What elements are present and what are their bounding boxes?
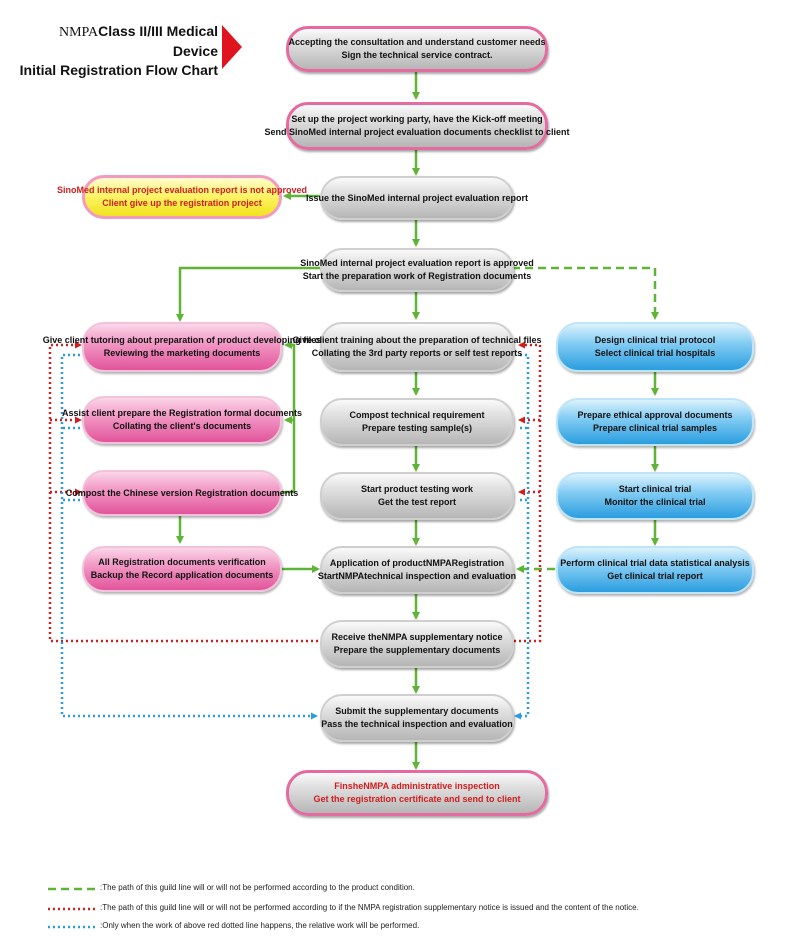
node-line: Start clinical trial [618,484,692,494]
node-supplementary-notice: Receive theNMPA supplementary notice Pre… [320,620,514,668]
node-nmpa-application: Application of productNMPARegistration S… [317,546,517,594]
node-line: Give client tutoring about preparation o… [42,335,322,345]
node-line: All Registration documents verification [98,557,266,567]
page-title: NMPAClass II/III Medical Device Initial … [18,22,218,80]
node-line: Send SinoMed internal project evaluation… [264,127,570,137]
blue-dotted-left [60,353,318,720]
node-line: Compost the Chinese version Registration… [65,487,299,498]
node-line: Start product testing work [360,484,473,494]
arrow-n4-l1 [176,266,320,322]
node-accept-consultation: Accepting the consultation and understan… [286,26,548,72]
node-line: Sign the technical service contract. [341,50,493,60]
node-line: Collating the client's documents [112,421,252,431]
node-line: Application of productNMPARegistration [329,558,505,568]
node-clinical-trial: Start clinical trial Monitor the clinica… [556,472,754,520]
node-approved: SinoMed internal project evaluation repo… [300,248,534,292]
blue-dotted-right [514,353,530,720]
node-line: SinoMed internal project evaluation repo… [56,185,308,195]
node-line: Prepare testing sample(s) [361,423,473,433]
node-line: Accepting the consultation and understan… [288,37,546,47]
node-line: Design clinical trial protocol [594,335,716,345]
title-prefix: NMPA [59,25,99,40]
node-client-tutoring: Give client tutoring about preparation o… [43,322,321,372]
red-dotted-right [514,341,542,643]
node-line: Submit the supplementary documents [335,706,499,716]
node-ethical-approval: Prepare ethical approval documents Prepa… [556,398,754,446]
node-administrative-inspection: FinsheNMPA administrative inspection Get… [286,770,548,816]
node-line: Start the preparation work of Registrati… [302,271,532,281]
node-line: Compost technical requirement [349,410,485,420]
title-line-1: Class II/III Medical Device [98,23,218,59]
node-line: StartNMPAtechnical inspection and evalua… [317,571,517,581]
node-line: Backup the Record application documents [90,570,274,580]
legend-blue-dotted: :Only when the work of above red dotted … [100,921,419,930]
node-line: Prepare ethical approval documents [577,410,733,420]
node-line: SinoMed internal project evaluation repo… [300,258,534,268]
node-line: Issue the SinoMed internal project evalu… [305,192,529,203]
dashed-n4-r1 [512,266,659,320]
node-line: Get clinical trial report [607,571,703,581]
node-line: Monitor the clinical trial [604,497,706,507]
node-line: Receive theNMPA supplementary notice [331,632,503,642]
node-documents-verification: All Registration documents verification … [82,546,282,592]
node-product-testing: Start product testing work Get the test … [320,472,514,520]
legend-red-dotted: :The path of this guild line will or wil… [100,903,639,912]
node-line: Perform clinical trial data statistical … [560,558,750,568]
node-chinese-documents: Compost the Chinese version Registration… [66,470,298,516]
node-line: Prepare the supplementary documents [333,645,501,655]
node-line: Collating the 3rd party reports or self … [311,348,523,358]
node-statistical-analysis: Perform clinical trial data statistical … [556,546,754,594]
node-technical-requirement: Compost technical requirement Prepare te… [320,398,514,446]
legend-green-dashed: :The path of this guild line will or wil… [100,883,415,892]
node-line: Set up the project working party, have t… [291,114,543,124]
node-line: Select clinical trial hospitals [594,348,716,358]
node-not-approved: SinoMed internal project evaluation repo… [57,175,307,219]
node-line: Reviewing the marketing documents [103,348,261,358]
legend-text: :The path of this guild line will or wil… [100,903,639,912]
node-submit-supplementary: Submit the supplementary documents Pass … [320,694,514,742]
node-formal-documents: Assist client prepare the Registration f… [62,396,302,444]
title-arrow-icon [222,25,242,69]
node-technical-training: Give client training about the preparati… [292,322,542,372]
legend-text: :Only when the work of above red dotted … [100,921,420,930]
node-line: Get the test report [377,497,456,507]
title-line-2: Initial Registration Flow Chart [19,62,218,78]
node-kickoff: Set up the project working party, have t… [264,102,570,150]
node-clinical-protocol: Design clinical trial protocol Select cl… [556,322,754,372]
node-line: Give client training about the preparati… [292,335,542,345]
node-line: Get the registration certificate and sen… [313,794,521,804]
node-line: Pass the technical inspection and evalua… [321,719,513,729]
node-line: Prepare clinical trial samples [592,423,718,433]
node-line: FinsheNMPA administrative inspection [334,781,500,791]
legend-text: :The path of this guild line will or wil… [100,883,415,892]
node-line: Assist client prepare the Registration f… [61,408,303,418]
node-issue-evaluation: Issue the SinoMed internal project evalu… [306,176,528,220]
node-line: Client give up the registration project [102,198,262,208]
